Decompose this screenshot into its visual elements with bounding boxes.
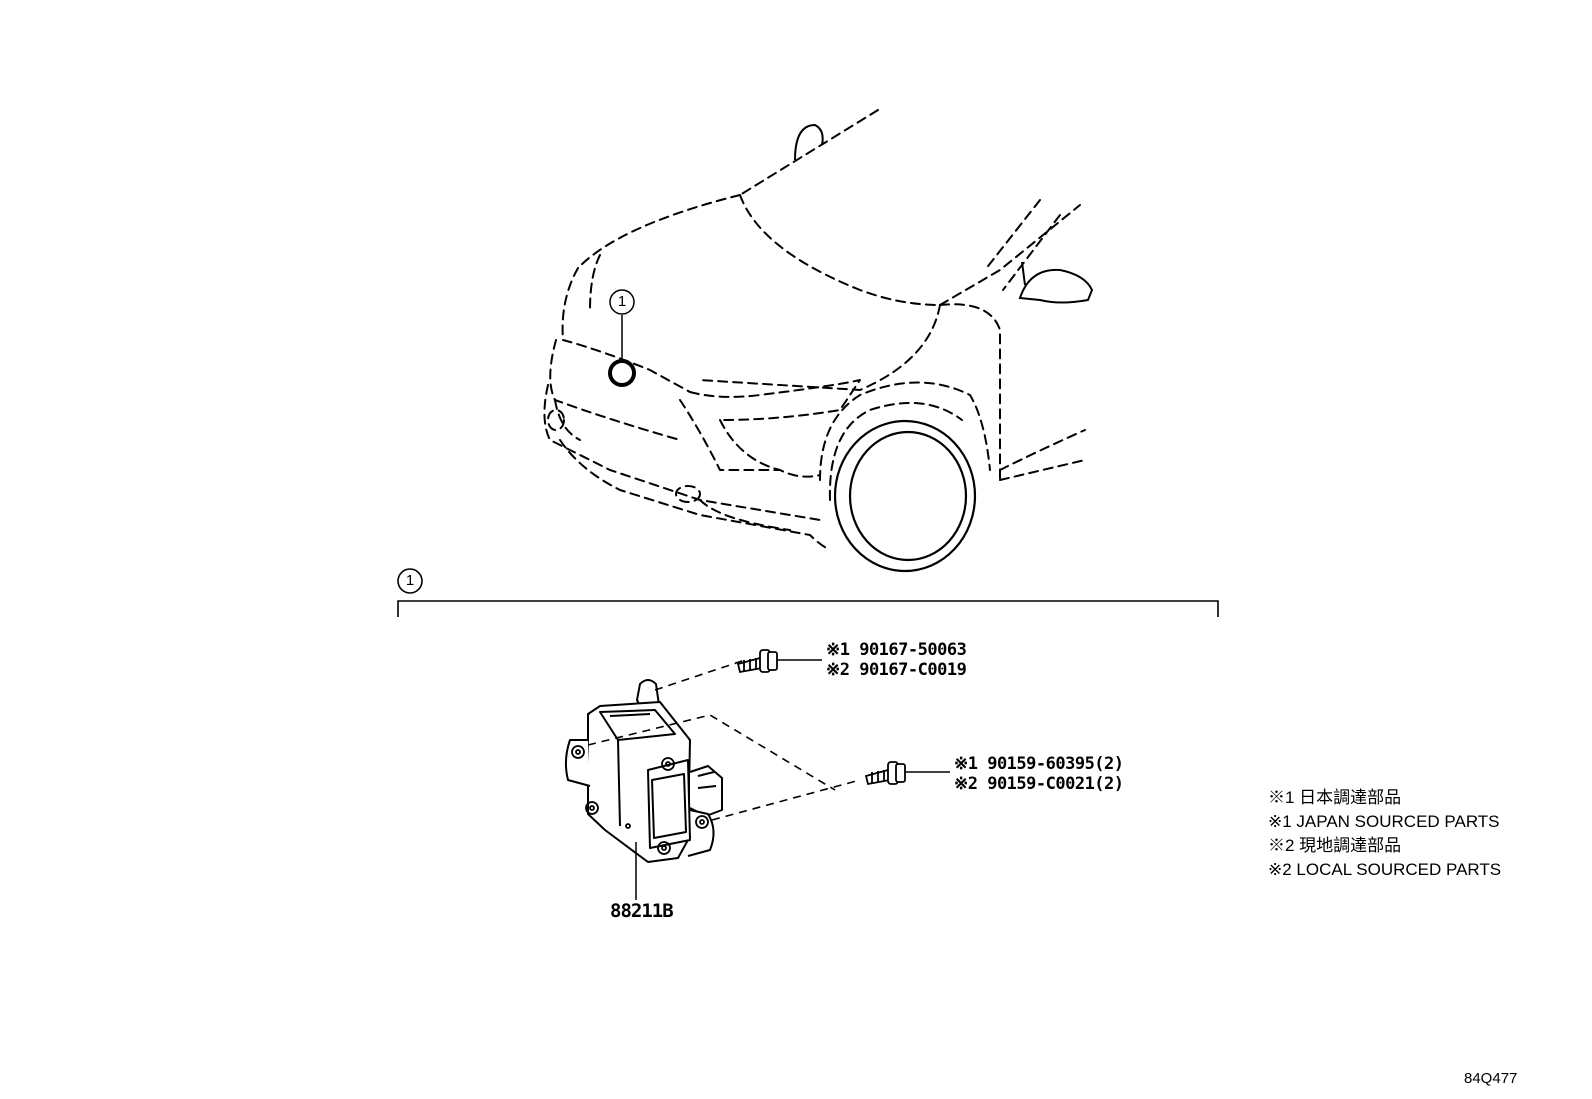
callout-number-vehicle: 1 [617,293,627,310]
front-wheel [833,419,977,573]
bolt-lower-label-2: ※2 90159-C0021(2) [954,774,1124,794]
bolt-upper-drawing [736,649,778,674]
assembly-bracket [397,568,1219,617]
module-holes [571,745,709,855]
module-part-number: 88211B [610,900,674,922]
bolt-lower-drawing [864,761,906,786]
note-local-sourced-en: ※2 LOCAL SOURCED PARTS [1268,860,1502,879]
side-mirror [1018,261,1094,304]
roof-antenna [794,123,824,161]
note-japan-sourced-jp: ※1 日本調達部品 [1268,788,1402,807]
fastener-lines [587,659,861,821]
bolt-upper-label-1: ※1 90167-50063 [826,640,967,660]
note-japan-sourced-en: ※1 JAPAN SOURCED PARTS [1268,812,1500,831]
vehicle-outline [543,109,1086,551]
note-local-sourced-jp: ※2 現地調達部品 [1268,836,1402,855]
callout-number-assembly: 1 [405,572,415,589]
module-drawing [564,679,723,863]
bolt-upper-label-2: ※2 90167-C0019 [826,660,967,680]
diagram-code: 84Q477 [1464,1070,1518,1087]
sensor-location-marker [608,289,636,387]
bolt-lower-label-1: ※1 90159-60395(2) [954,754,1124,774]
